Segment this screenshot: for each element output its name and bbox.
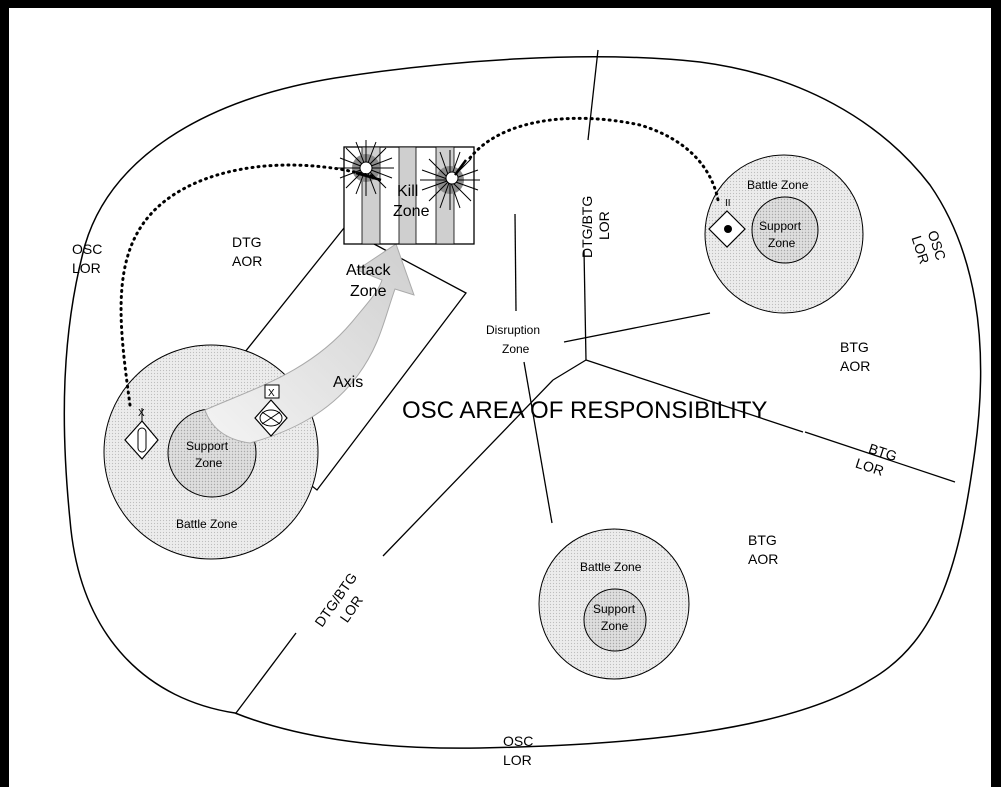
- osc-lor-right: OSC LOR: [909, 228, 950, 266]
- support-zone-right: [751, 196, 819, 264]
- svg-text:Zone: Zone: [393, 203, 430, 220]
- svg-text:Attack: Attack: [346, 262, 391, 279]
- disruption-zone-label: Disruption Zone: [486, 323, 540, 356]
- svg-text:AOR: AOR: [840, 358, 870, 374]
- svg-text:LOR: LOR: [72, 260, 101, 276]
- unit-symbol-battalion: [708, 210, 746, 248]
- axis-arrow: [204, 243, 415, 444]
- battle-zone-label: Battle Zone: [580, 560, 642, 574]
- echelon-brigade-label: X: [138, 408, 145, 419]
- axis-label: Axis: [333, 374, 363, 391]
- lor-lines: [235, 49, 956, 714]
- kill-zone-label: Kill Zone: [393, 183, 430, 220]
- osc-lor-bottom: OSC LOR: [503, 733, 533, 768]
- route-arrowhead: [355, 171, 382, 182]
- support-zone-label: Support Zone: [759, 219, 802, 250]
- svg-text:Disruption: Disruption: [486, 323, 540, 337]
- svg-text:BTG: BTG: [748, 532, 777, 548]
- support-zone-label: Support Zone: [186, 439, 229, 470]
- svg-text:AOR: AOR: [232, 253, 262, 269]
- unit-symbol-main: [254, 384, 288, 437]
- btg-aor-lower: BTG AOR: [748, 532, 778, 567]
- support-zone-label: Support Zone: [593, 602, 636, 633]
- svg-text:AOR: AOR: [748, 551, 778, 567]
- btg-lor: BTG LOR: [854, 440, 899, 479]
- svg-text:OSC: OSC: [72, 241, 102, 257]
- dtg-aor: DTG AOR: [232, 234, 262, 269]
- attack-zone: [204, 227, 467, 491]
- svg-text:Support: Support: [593, 602, 636, 616]
- svg-text:Zone: Zone: [195, 456, 223, 470]
- svg-text:BTG: BTG: [840, 339, 869, 355]
- echelon-brigade-label: X: [268, 388, 275, 399]
- svg-text:DTG/BTG: DTG/BTG: [579, 196, 595, 258]
- svg-text:Support: Support: [759, 219, 802, 233]
- svg-text:Zone: Zone: [502, 342, 530, 356]
- echelon-battalion-label: II: [725, 198, 731, 209]
- osc-lor-left: OSC LOR: [72, 241, 102, 276]
- dotted-routes: [119, 116, 720, 407]
- svg-text:LOR: LOR: [596, 211, 612, 240]
- dtg-btg-lor-upper: DTG/BTG LOR: [579, 196, 612, 258]
- page-title: OSC AREA OF RESPONSIBILITY: [402, 397, 767, 424]
- btg-aor-upper: BTG AOR: [840, 339, 870, 374]
- svg-text:OSC: OSC: [503, 733, 533, 749]
- dtg-btg-lor-lower: DTG/BTG LOR: [311, 570, 366, 630]
- svg-text:LOR: LOR: [503, 752, 532, 768]
- svg-text:Zone: Zone: [601, 619, 629, 633]
- svg-text:Zone: Zone: [768, 236, 796, 250]
- svg-text:Kill: Kill: [397, 183, 418, 200]
- attack-zone-label: Attack Zone: [346, 262, 391, 300]
- unit-symbol-brigade: [124, 408, 159, 460]
- explosion-icon: [338, 140, 394, 196]
- battle-zone-label: Battle Zone: [747, 178, 809, 192]
- svg-text:Zone: Zone: [350, 283, 387, 300]
- svg-text:DTG: DTG: [232, 234, 262, 250]
- route-arrowhead: [453, 159, 468, 176]
- support-zone-bottom: [583, 588, 647, 652]
- svg-text:Support: Support: [186, 439, 229, 453]
- osc-boundary: [63, 56, 982, 749]
- battle-zone-label: Battle Zone: [176, 517, 238, 531]
